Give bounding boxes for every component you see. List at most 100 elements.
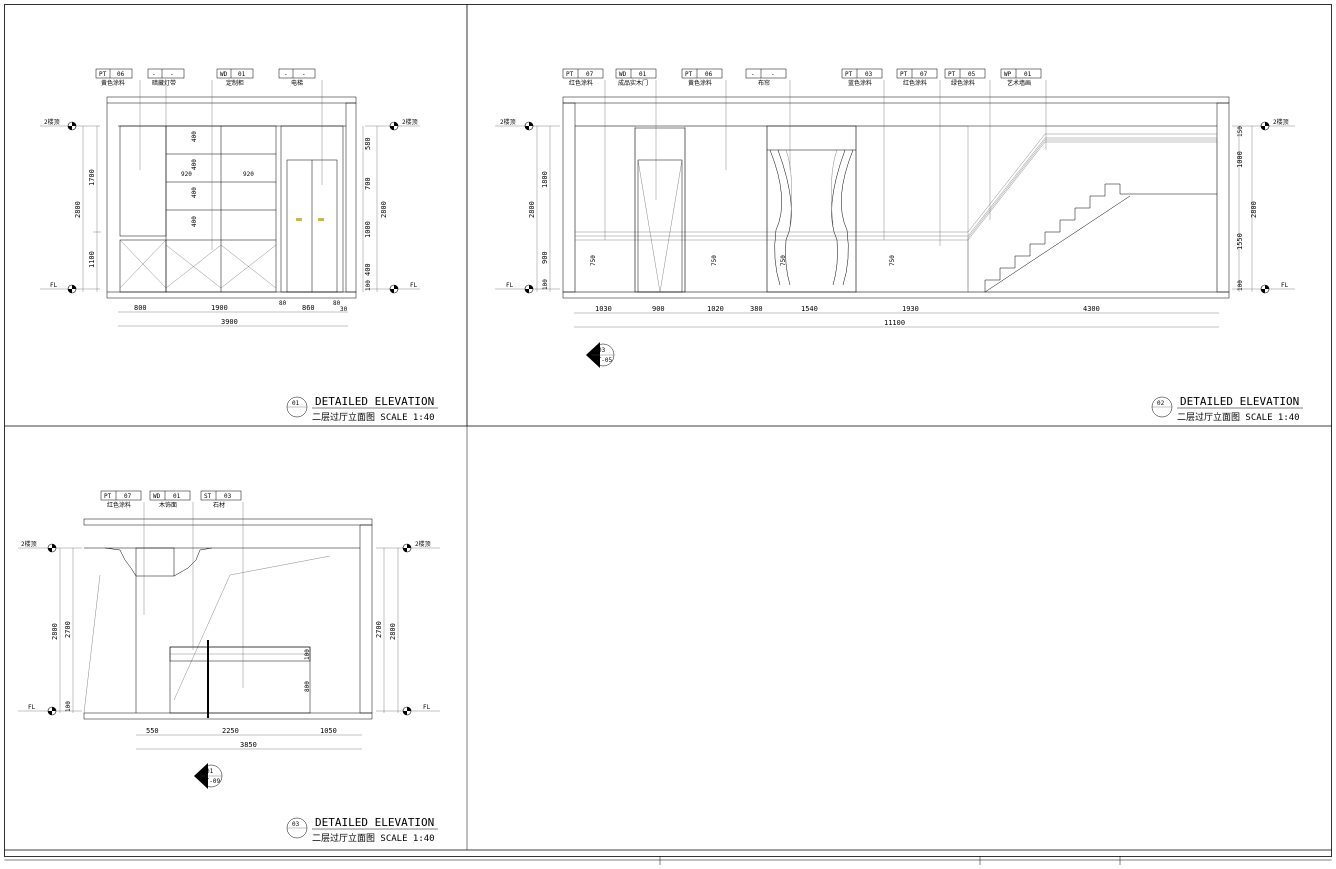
inner-dim: 800 bbox=[304, 681, 311, 692]
dim-right: 2700 bbox=[375, 621, 383, 638]
tag-num: - bbox=[302, 71, 306, 78]
level-bottom-label: FL bbox=[410, 282, 418, 289]
tag-code: PT bbox=[948, 71, 956, 78]
tag-desc: 艺术墙画 bbox=[1007, 79, 1031, 87]
elevation-number: 02 bbox=[1157, 400, 1165, 407]
custom-cabinet: 400 400 400 400 920 920 bbox=[165, 125, 277, 293]
floor-slab bbox=[83, 712, 373, 720]
tag-code: WD bbox=[619, 71, 627, 78]
section-ref: LT-09 bbox=[202, 778, 220, 785]
tag-code: WD bbox=[220, 71, 228, 78]
tag-num: 01 bbox=[173, 493, 181, 500]
inner-dim: 100 bbox=[304, 649, 311, 660]
level-marker-icon bbox=[402, 706, 412, 716]
level-top-label: 2楼顶 bbox=[21, 540, 37, 548]
dim-left-total: 2800 bbox=[528, 201, 536, 218]
tag-num: 06 bbox=[117, 71, 125, 78]
level-marker-icon bbox=[47, 706, 57, 716]
dim-bottom: 800 bbox=[134, 304, 147, 312]
level-bottom-label: FL bbox=[28, 704, 36, 711]
tag-code: PT bbox=[104, 493, 112, 500]
dim-bottom: 4300 bbox=[1083, 305, 1100, 313]
dim-right: 700 bbox=[364, 177, 372, 190]
tag-desc: 红色涂料 bbox=[569, 79, 593, 87]
tag-desc: 暗藏灯带 bbox=[152, 79, 176, 87]
tag-num: 07 bbox=[124, 493, 132, 500]
tag: --布帘 bbox=[745, 68, 787, 87]
dim-right-total: 2800 bbox=[380, 201, 388, 218]
tag-desc: 黄色涂料 bbox=[688, 79, 712, 87]
level-marker-icon bbox=[47, 543, 57, 553]
tag-code: PT bbox=[845, 71, 853, 78]
dim-right: 1000 bbox=[1236, 151, 1244, 168]
tag-code: PT bbox=[685, 71, 693, 78]
tag-num: 06 bbox=[705, 71, 713, 78]
cabinet-dim: 400 bbox=[191, 159, 198, 170]
cabinet-dim: 400 bbox=[191, 131, 198, 142]
tag-code: - bbox=[751, 71, 755, 78]
cabinet-dim: 920 bbox=[181, 171, 192, 178]
tag-desc: 定制柜 bbox=[226, 79, 244, 87]
dim-right: 100 bbox=[365, 280, 372, 291]
dim-right: 1000 bbox=[364, 221, 372, 238]
tag-desc: 木饰面 bbox=[159, 501, 177, 509]
elevation-title-block: 01 DETAILED ELEVATION 二层过厅立面图 SCALE 1:40 bbox=[286, 395, 438, 423]
dim-total: 3900 bbox=[221, 318, 238, 326]
tag-num: 05 bbox=[968, 71, 976, 78]
dim-bottom: 380 bbox=[750, 305, 763, 313]
level-marker-icon bbox=[524, 121, 534, 131]
level-marker-icon bbox=[67, 121, 77, 131]
dim-total: 11100 bbox=[884, 319, 905, 327]
level-bottom-label: FL bbox=[50, 282, 58, 289]
art-wall bbox=[967, 139, 1218, 293]
dim-right: 150 bbox=[1237, 126, 1244, 137]
inner-dim: 750 bbox=[590, 255, 597, 266]
tag-desc: 成品实木门 bbox=[618, 79, 648, 87]
tag-code: - bbox=[284, 71, 288, 78]
section-num: 01 bbox=[206, 768, 214, 775]
level-marker-icon bbox=[1260, 284, 1270, 294]
elevation-title: DETAILED ELEVATION bbox=[315, 816, 434, 829]
tag-desc: 布帘 bbox=[758, 79, 770, 87]
tag-code: PT bbox=[566, 71, 574, 78]
tag-code: PT bbox=[900, 71, 908, 78]
section-num: 03 bbox=[598, 347, 606, 354]
tag-num: 03 bbox=[865, 71, 873, 78]
dim-left-total: 2800 bbox=[51, 623, 59, 640]
level-bottom-label: FL bbox=[506, 282, 514, 289]
tag: PT 06 黄色涂料 bbox=[95, 68, 133, 87]
inner-dim: 750 bbox=[711, 255, 718, 266]
elevation-subtitle: 二层过厅立面图 SCALE 1:40 bbox=[312, 411, 435, 423]
elevator bbox=[280, 125, 344, 293]
tag-desc: 电梯 bbox=[291, 79, 303, 87]
tag-code: WD bbox=[153, 493, 161, 500]
level-marker-icon bbox=[389, 284, 399, 294]
elevation-01: 400 400 400 400 920 920 PT 06 bbox=[40, 68, 438, 423]
tag-code: PT bbox=[99, 71, 107, 78]
level-bottom-label: FL bbox=[423, 704, 431, 711]
elevation-subtitle: 二层过厅立面图 SCALE 1:40 bbox=[1177, 411, 1300, 423]
dim-bottom: 30 bbox=[340, 306, 348, 313]
tag-desc: 红色涂料 bbox=[903, 79, 927, 87]
dim-left: 2700 bbox=[64, 621, 72, 638]
elevation-title: DETAILED ELEVATION bbox=[1180, 395, 1299, 408]
ceiling-slab bbox=[562, 96, 1230, 104]
tag-desc: 红色涂料 bbox=[107, 501, 131, 509]
inner-dim: 750 bbox=[780, 255, 787, 266]
sheet-frame bbox=[4, 4, 1332, 865]
blue-paint-wall bbox=[855, 125, 969, 293]
tag-code: - bbox=[152, 71, 156, 78]
dim-bottom: 1050 bbox=[320, 727, 337, 735]
tag-code: ST bbox=[204, 493, 212, 500]
side-wall bbox=[359, 524, 373, 714]
dim-left: 900 bbox=[541, 251, 549, 264]
curtain bbox=[766, 125, 857, 293]
